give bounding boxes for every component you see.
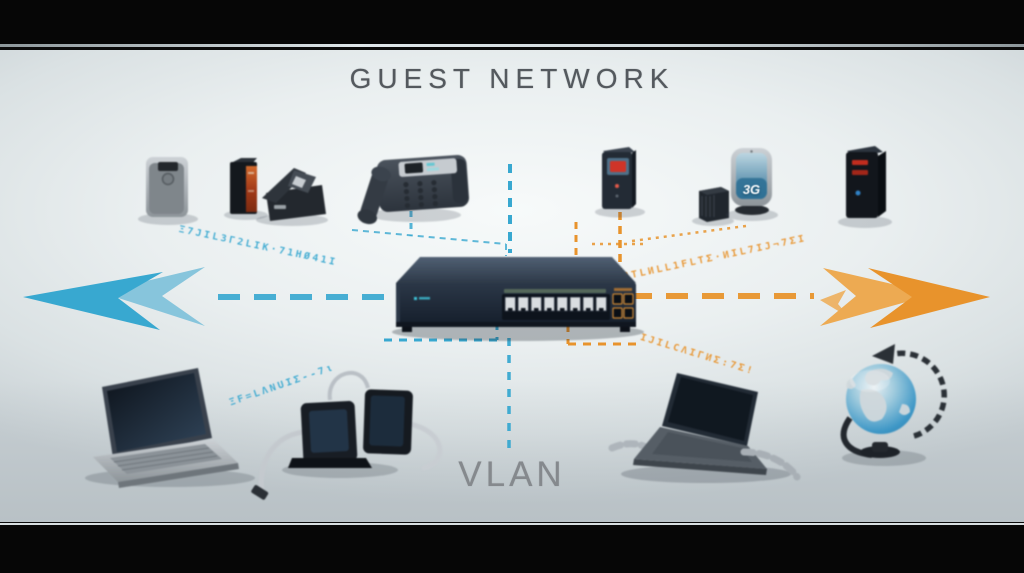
vlan-label: VLAN xyxy=(458,455,566,494)
rj45-notches xyxy=(508,308,604,311)
guest-network-label: GUEST NETWORK xyxy=(349,63,675,94)
nas-drive-device xyxy=(224,158,268,220)
laptop-left xyxy=(85,368,255,488)
blue-dashed-lines xyxy=(218,164,512,452)
sfp-ports xyxy=(612,293,634,319)
3g-phone-device xyxy=(726,148,778,221)
storage-tower-device xyxy=(138,157,198,225)
3g-badge: 3G xyxy=(742,182,761,197)
orange-dashed-lines xyxy=(566,212,814,346)
letterbox-bottom xyxy=(0,523,1024,573)
desk-globe xyxy=(840,344,947,466)
letterbox-top xyxy=(0,0,1024,47)
rotation-arrow-icon xyxy=(889,350,947,439)
printer-device xyxy=(256,168,328,226)
server-tower-red-screen xyxy=(595,147,645,218)
cable-modems xyxy=(251,370,443,500)
blue-arrows-icon xyxy=(23,267,205,330)
server-tower-device xyxy=(838,146,892,228)
laptop-right-chained xyxy=(608,373,801,483)
security-chain-icon xyxy=(740,448,801,481)
rotation-arrowhead-icon xyxy=(872,344,895,364)
voip-phone-device xyxy=(357,154,470,225)
network-switch xyxy=(392,257,644,341)
orange-arrows-icon xyxy=(820,268,990,328)
storage-cube-device xyxy=(692,187,734,226)
switch-logo xyxy=(414,297,430,300)
